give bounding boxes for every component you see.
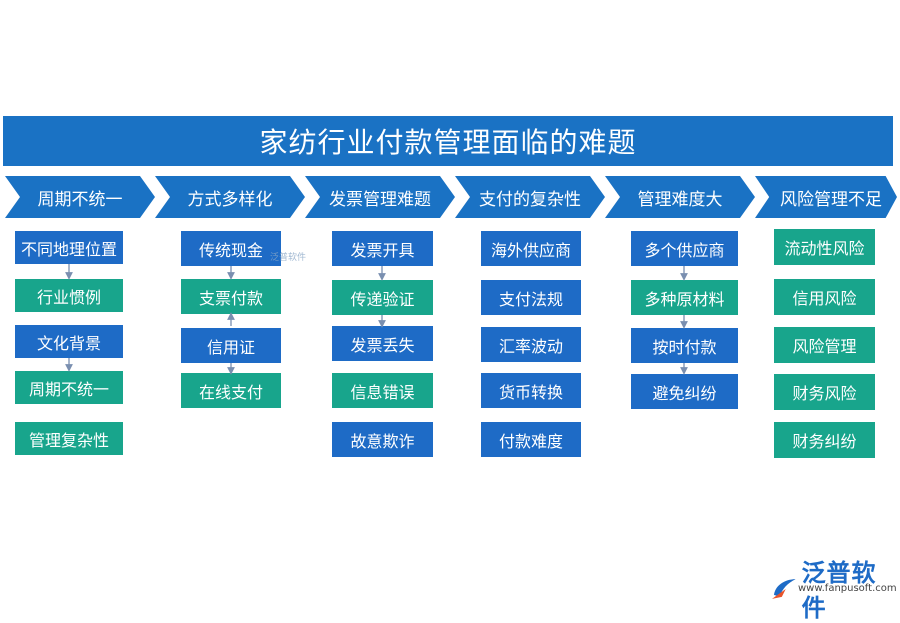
col6-item-2: 信用风险 [774, 279, 875, 315]
col4-item-1: 海外供应商 [481, 231, 581, 266]
col4-item-5: 付款难度 [481, 422, 581, 457]
column-header-4: 支付的复杂性 [455, 176, 605, 218]
column-header-5: 管理难度大 [605, 176, 755, 218]
col3-item-2: 传递验证 [332, 280, 433, 315]
col6-item-5: 财务纠纷 [774, 422, 875, 458]
col3-item-5: 故意欺诈 [332, 422, 433, 457]
col2-item-4: 在线支付 [181, 373, 281, 408]
col6-item-1: 流动性风险 [774, 229, 875, 265]
col6-item-3: 风险管理 [774, 327, 875, 363]
column-header-6: 风险管理不足 [755, 176, 897, 218]
col2-item-3: 信用证 [181, 328, 281, 363]
page-title: 家纺行业付款管理面临的难题 [3, 116, 893, 166]
column-header-3: 发票管理难题 [305, 176, 455, 218]
logo-url: www.fanpusoft.com [798, 583, 897, 594]
col3-item-4: 信息错误 [332, 373, 433, 408]
connector-arrows [65, 264, 688, 375]
col1-item-3: 文化背景 [15, 325, 123, 358]
small-watermark: 泛普软件 [270, 253, 307, 263]
col5-item-2: 多种原材料 [631, 280, 738, 315]
col4-item-4: 货币转换 [481, 373, 581, 408]
col5-item-3: 按时付款 [631, 328, 738, 363]
col1-item-1: 不同地理位置 [15, 231, 123, 264]
col3-item-3: 发票丢失 [332, 326, 433, 361]
col5-item-4: 避免纠纷 [631, 374, 738, 409]
col2-item-2: 支票付款 [181, 279, 281, 314]
col3-item-1: 发票开具 [332, 231, 433, 266]
col5-item-1: 多个供应商 [631, 231, 738, 266]
col2-item-1: 传统现金 [181, 231, 281, 266]
column-header-1: 周期不统一 [5, 176, 155, 218]
column-header-2: 方式多样化 [155, 176, 305, 218]
col1-item-2: 行业惯例 [15, 279, 123, 312]
fanpu-logo-icon [771, 579, 796, 599]
col1-item-5: 管理复杂性 [15, 422, 123, 455]
col1-item-4: 周期不统一 [15, 371, 123, 404]
col4-item-3: 汇率波动 [481, 327, 581, 362]
col6-item-4: 财务风险 [774, 374, 875, 410]
col4-item-2: 支付法规 [481, 280, 581, 315]
